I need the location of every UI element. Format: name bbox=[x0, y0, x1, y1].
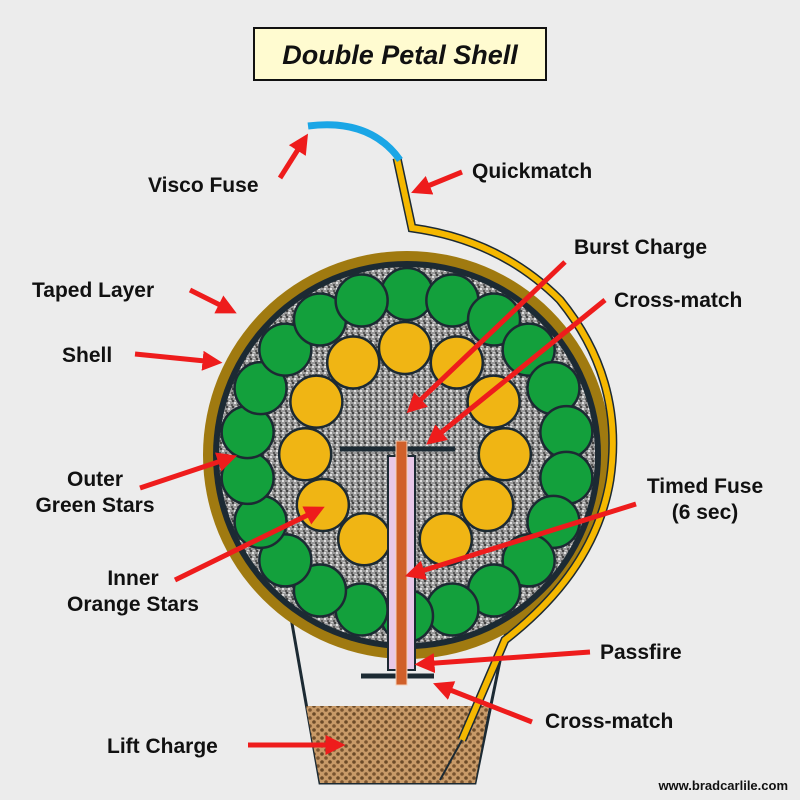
green-star bbox=[292, 563, 348, 618]
green-star bbox=[379, 266, 435, 322]
arrows bbox=[134, 133, 637, 755]
arrow-shell bbox=[134, 350, 223, 371]
orange-star bbox=[277, 426, 333, 482]
label-shell: Shell bbox=[62, 344, 112, 367]
green-star bbox=[501, 533, 556, 588]
arrow-burst-charge bbox=[406, 260, 567, 414]
orange-star bbox=[377, 320, 433, 376]
arrow-cross-match-bottom bbox=[433, 681, 533, 725]
label-cross-match-top: Cross-match bbox=[614, 289, 742, 312]
orange-star bbox=[477, 426, 533, 482]
label-outer-green-2: Green Stars bbox=[35, 494, 154, 517]
arrow-outer-green bbox=[139, 452, 238, 491]
green-star bbox=[425, 582, 480, 637]
quickmatch-lead bbox=[439, 739, 463, 781]
arrow-quickmatch bbox=[411, 169, 463, 195]
label-passfire: Passfire bbox=[600, 641, 682, 664]
orange-star bbox=[325, 335, 381, 390]
title-box: Double Petal Shell bbox=[253, 27, 547, 81]
label-lift-charge: Lift Charge bbox=[107, 735, 218, 758]
arrow-cross-match-top bbox=[426, 298, 607, 445]
orange-star bbox=[466, 374, 521, 429]
inner-orange-stars bbox=[277, 320, 533, 567]
label-timed-fuse-2: (6 sec) bbox=[672, 501, 739, 524]
label-burst-charge: Burst Charge bbox=[574, 236, 707, 259]
orange-star bbox=[295, 477, 351, 533]
visco-fuse bbox=[307, 121, 403, 163]
label-quickmatch: Quickmatch bbox=[472, 160, 592, 183]
label-taped-layer: Taped Layer bbox=[32, 279, 154, 302]
green-star bbox=[258, 533, 313, 588]
arrow-timed-fuse bbox=[404, 501, 637, 580]
timed-fuse bbox=[395, 440, 408, 686]
green-star bbox=[466, 292, 522, 347]
green-star bbox=[258, 322, 313, 377]
label-visco-fuse: Visco Fuse bbox=[148, 174, 259, 197]
outer-green-stars bbox=[220, 266, 594, 644]
label-inner-orange-2: Orange Stars bbox=[67, 593, 199, 616]
website-url: www.bradcarlile.com bbox=[657, 778, 788, 793]
label-cross-match-bottom: Cross-match bbox=[545, 710, 673, 733]
arrow-passfire bbox=[414, 649, 591, 674]
green-star bbox=[334, 273, 389, 328]
label-inner-orange-1: Inner bbox=[107, 567, 158, 590]
label-timed-fuse-1: Timed Fuse bbox=[647, 475, 763, 498]
orange-star bbox=[336, 512, 392, 567]
quickmatch bbox=[394, 157, 616, 742]
arrow-inner-orange bbox=[173, 506, 325, 583]
arrow-taped-layer bbox=[188, 287, 237, 314]
orange-star bbox=[459, 477, 515, 533]
green-star bbox=[501, 322, 556, 377]
title: Double Petal Shell bbox=[282, 40, 518, 70]
green-star bbox=[539, 404, 594, 460]
green-star bbox=[233, 360, 288, 416]
lift-charge bbox=[306, 706, 489, 783]
label-outer-green-1: Outer bbox=[67, 468, 123, 491]
arrow-visco bbox=[277, 133, 309, 180]
orange-star bbox=[289, 374, 344, 429]
